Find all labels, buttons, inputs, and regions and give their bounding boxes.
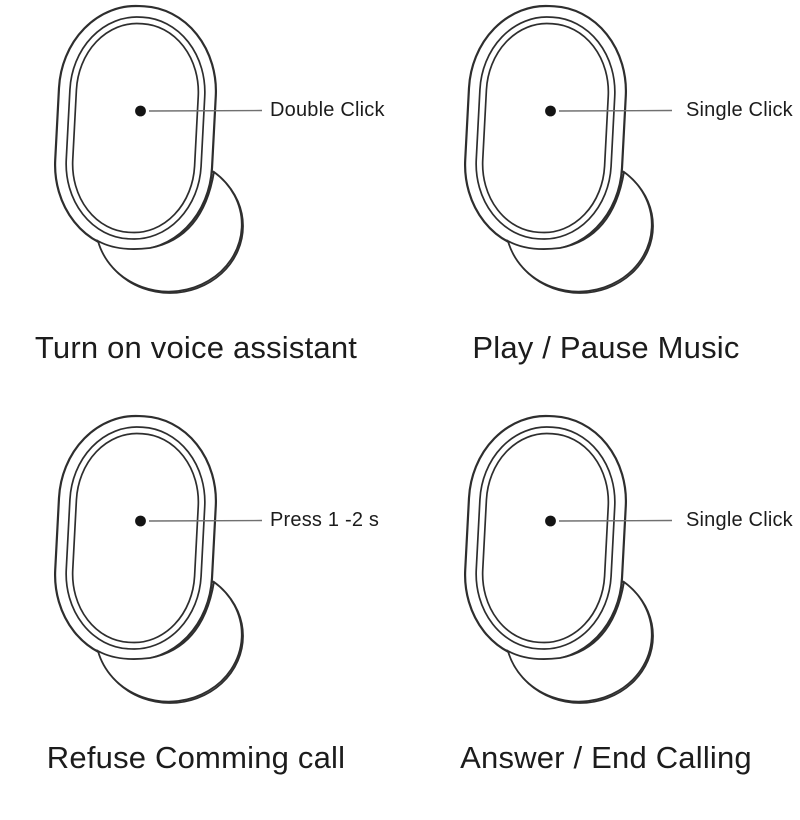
earbud-figure: Double Click Turn on voice assistant: [0, 0, 400, 410]
gesture-label: Double Click: [270, 99, 385, 122]
panel-answer-end-call: Single Click Answer / End Calling: [400, 400, 800, 820]
gesture-label: Single Click: [686, 509, 793, 532]
gesture-label: Single Click: [686, 99, 793, 122]
earbud-figure: Single Click Play / Pause Music: [410, 0, 800, 410]
panel-caption: Turn on voice assistant: [34, 330, 358, 365]
earbud-figure: Press 1 -2 s Refuse Comming call: [0, 410, 400, 820]
earbud-drawing: [410, 0, 800, 330]
gesture-label: Press 1 -2 s: [270, 509, 380, 532]
panel-refuse-call: Press 1 -2 s Refuse Comming call: [0, 400, 400, 820]
panel-voice-assistant: Double Click Turn on voice assistant: [0, 0, 400, 400]
earbud-figure: Single Click Answer / End Calling: [410, 410, 800, 820]
panel-caption: Answer / End Calling: [460, 740, 752, 775]
earbud-drawing: [0, 0, 400, 330]
panel-play-pause: Single Click Play / Pause Music: [400, 0, 800, 400]
panel-caption: Refuse Comming call: [46, 740, 346, 775]
earbud-drawing: [0, 410, 400, 740]
earbud-drawing: [410, 410, 800, 740]
panel-caption: Play / Pause Music: [472, 330, 740, 365]
